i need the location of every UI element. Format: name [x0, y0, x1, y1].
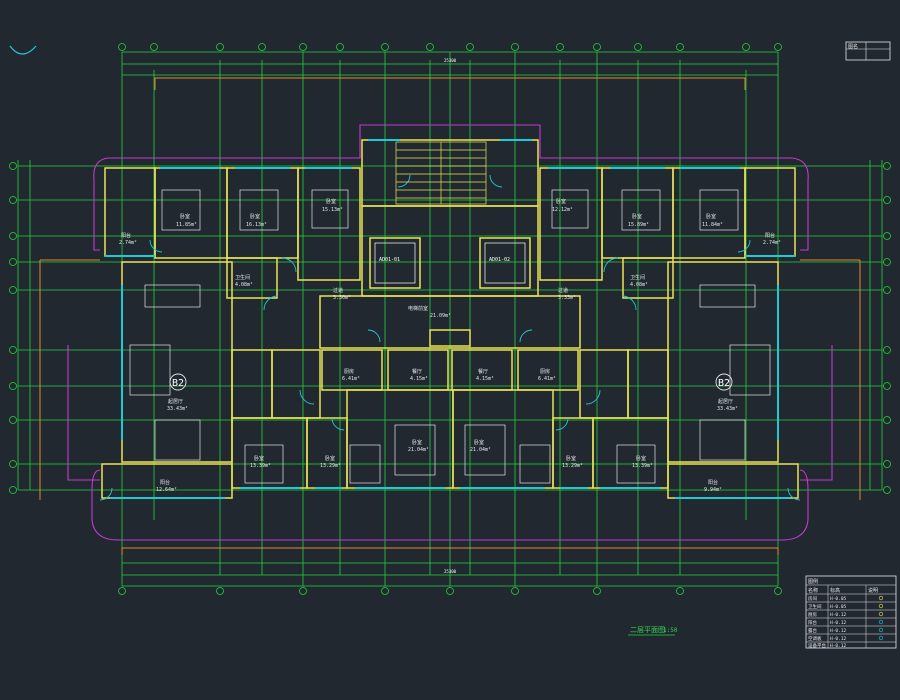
elevators: AD01-01 AD01-02	[374, 242, 526, 284]
legend-row-name: 空调板	[808, 635, 822, 642]
room-name: 过道	[558, 287, 568, 294]
room-name: 卫生间	[235, 274, 250, 281]
room-area: 13.39m²	[250, 463, 271, 469]
room-area: 13.39m²	[632, 463, 653, 469]
corner-arc-mark	[9, 45, 37, 55]
furniture	[129, 189, 771, 484]
room-name: 过道	[333, 287, 343, 294]
room-area: 6.41m²	[538, 376, 556, 382]
elevator-label-1: AD01-01	[379, 257, 400, 263]
door-swings	[99, 174, 801, 501]
room-area: 33.43m²	[717, 406, 738, 412]
room-area: 4.08m²	[630, 282, 648, 288]
room-name: 卧室	[254, 455, 264, 462]
legend-title: 图例	[808, 578, 818, 585]
room-name: 卧室	[326, 198, 336, 205]
legend-header: 说明	[868, 587, 878, 594]
legend-row-level: H-0.12	[830, 620, 847, 626]
room-area: 15.13m²	[322, 207, 343, 213]
room-name: 卧室	[556, 198, 566, 205]
room-area: 2.74m²	[763, 240, 781, 246]
room-name: 卧室	[706, 213, 716, 220]
room-labels: 卧室 11.85m² 卧室 16.13m² 卧室 15.13m² 卧室 12.1…	[119, 198, 781, 493]
room-area: 9.94m²	[704, 487, 722, 493]
legend-row-level: H-0.05	[830, 596, 847, 602]
room-name: 厨房	[344, 368, 354, 375]
legend-row-name: 露台	[808, 627, 817, 634]
legend-row-level: H-0.12	[830, 636, 847, 642]
room-area: 21.04m²	[470, 447, 491, 453]
room-name: 阳台	[708, 479, 718, 486]
room-name: 阳台	[121, 232, 131, 239]
room-area: 4.15m²	[476, 376, 494, 382]
elevator-label-2: AD01-02	[489, 257, 510, 263]
room-name: 起居厅	[168, 399, 183, 405]
room-name: 电梯前室	[408, 305, 428, 312]
room-name: 餐厅	[478, 368, 488, 375]
legend-header: 标高	[830, 587, 840, 594]
room-name: 餐厅	[412, 368, 422, 375]
room-name: 卧室	[474, 439, 484, 446]
room-name: 卧室	[636, 455, 646, 462]
room-area: 13.29m²	[562, 463, 583, 469]
room-area: 4.08m²	[235, 282, 253, 288]
room-name: 卧室	[180, 213, 190, 220]
room-area: 11.84m²	[702, 222, 723, 228]
unit-tag-left: B2	[172, 378, 184, 389]
title-block-label: 图名	[848, 43, 858, 50]
stair	[395, 141, 487, 205]
windows	[105, 139, 795, 499]
eave-outline	[39, 77, 861, 555]
legend-row-level: H-0.12	[830, 612, 847, 618]
room-area: 33.43m²	[167, 406, 188, 412]
room-name: 起居厅	[718, 399, 733, 405]
overall-dimension-top: 25300	[444, 58, 457, 63]
room-area: 2.74m²	[119, 240, 137, 246]
legend-row-name: 阳台	[808, 619, 817, 626]
legend-row-name: 房间	[808, 595, 817, 602]
room-name: 卧室	[632, 213, 642, 220]
room-area: 21.09m²	[430, 313, 451, 319]
unit-tags: B2 B2	[169, 373, 733, 391]
legend-row-name: 卫生间	[808, 603, 822, 610]
axis-bubbles	[9, 43, 891, 595]
legend-row-level: H-0.12	[830, 643, 847, 649]
room-area: 12.12m²	[552, 207, 573, 213]
room-name: 阳台	[765, 232, 775, 239]
room-area: 13.29m²	[320, 463, 341, 469]
slab-edge-outline	[67, 124, 833, 541]
title-block: 图名	[845, 41, 891, 61]
room-area: 3.30m²	[333, 295, 351, 301]
room-name: 厨房	[540, 368, 550, 375]
room-area: 6.41m²	[342, 376, 360, 382]
room-name: 阳台	[160, 479, 170, 486]
room-area: 11.85m²	[176, 222, 197, 228]
room-name: 卧室	[325, 455, 335, 462]
room-name: 卧室	[412, 439, 422, 446]
overall-dimension-bottom: 25300	[444, 569, 457, 574]
legend-row-name: 设备平台	[808, 642, 826, 649]
room-name: 卧室	[250, 213, 260, 220]
drawing-caption: 二层平面图 1:50	[628, 626, 678, 636]
legend-row-level: H-0.05	[830, 604, 847, 610]
dimension-lines	[17, 51, 883, 587]
legend-header: 名称	[808, 587, 818, 594]
legend-row-name: 厨房	[808, 611, 817, 618]
room-area: 15.89m²	[628, 222, 649, 228]
legend-row-level: H-0.12	[830, 628, 847, 634]
room-name: 卫生间	[630, 274, 645, 281]
unit-tag-right: B2	[718, 378, 730, 389]
room-area: 4.15m²	[410, 376, 428, 382]
drawing-title: 二层平面图	[630, 626, 665, 634]
drawing-scale: 1:50	[663, 627, 678, 634]
room-area: 3.33m²	[558, 295, 576, 301]
room-area: 21.04m²	[408, 447, 429, 453]
room-area: 12.64m²	[156, 487, 177, 493]
room-name: 卧室	[566, 455, 576, 462]
legend-table: 图例 名称 标高 说明 房间 H-0.05 卫生间 H-0.05 厨房 H-0.…	[805, 575, 897, 649]
room-area: 16.13m²	[246, 222, 267, 228]
